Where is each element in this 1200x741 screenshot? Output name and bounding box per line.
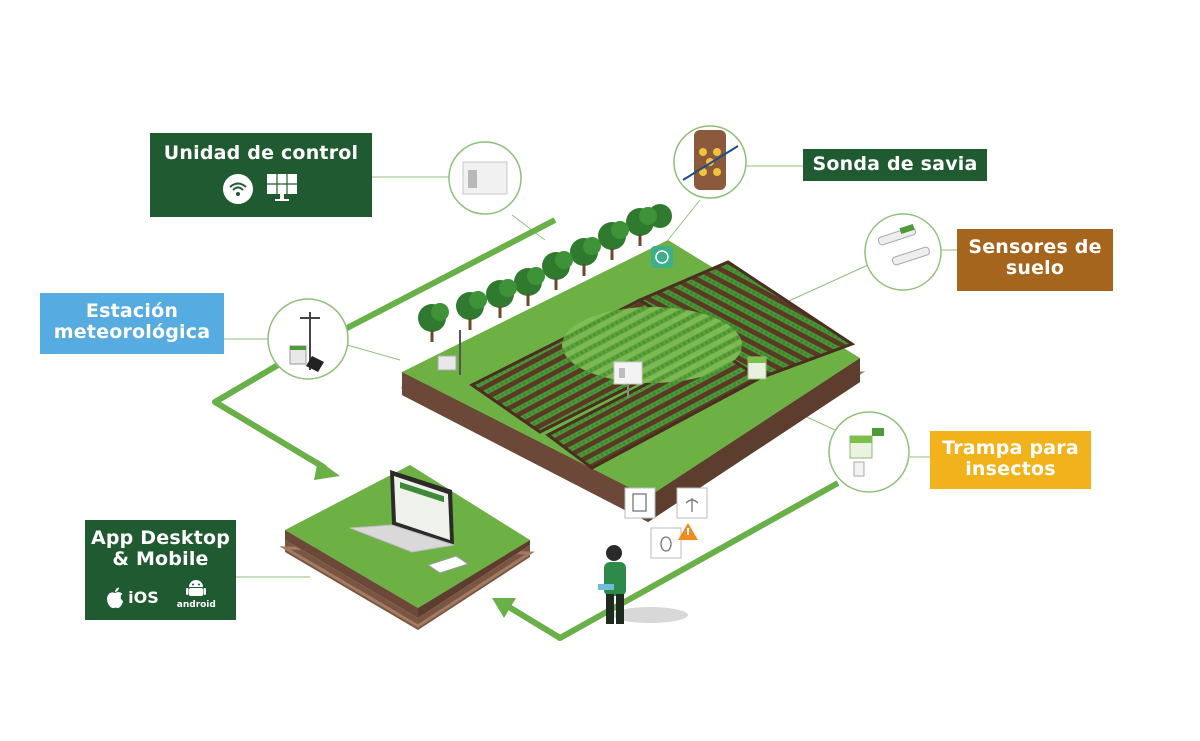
soil-sensors-title-line2: suelo xyxy=(1005,257,1065,280)
apple-icon xyxy=(107,587,124,608)
sap-probe-title: Sonda de savia xyxy=(812,153,978,175)
insect-trap-title-line1: Trampa para xyxy=(942,437,1079,459)
android-icon xyxy=(186,579,207,596)
insect-trap-title-line2: insectos xyxy=(965,458,1056,481)
farmer-figure xyxy=(598,545,688,624)
android-badge: android xyxy=(177,577,216,610)
field-devices xyxy=(437,246,767,398)
weather-station-bubble xyxy=(267,298,349,380)
app-title-line1: App Desktop xyxy=(90,527,231,549)
insect-trap-label: Trampa para insectos xyxy=(930,431,1091,489)
tree-row xyxy=(418,204,672,342)
insect-trap-bubble xyxy=(828,411,910,493)
control-unit-label: Unidad de control xyxy=(150,133,372,217)
soil-sensors-title-line1: Sensores de xyxy=(968,236,1102,258)
soil-sensor-bubble xyxy=(864,213,942,291)
soil-sensors-label: Sensores de suelo xyxy=(957,229,1113,291)
sap-probe-bubble xyxy=(673,125,747,199)
weather-station-title-line1: Estación xyxy=(85,300,179,322)
ios-text: iOS xyxy=(128,587,159,607)
alert-icons xyxy=(624,487,708,559)
android-text: android xyxy=(176,599,216,610)
weather-station-title-line2: meteorológica xyxy=(53,321,211,344)
solar-panel-icon xyxy=(265,172,299,206)
sap-probe-label: Sonda de savia xyxy=(803,149,987,181)
app-platform xyxy=(279,465,535,630)
flow-arrows xyxy=(212,217,840,641)
app-label: App Desktop & Mobile iOS android xyxy=(85,520,236,620)
app-title-line2: & Mobile xyxy=(112,548,209,571)
ios-badge: iOS xyxy=(105,586,159,610)
control-unit-title: Unidad de control xyxy=(163,142,359,164)
control-unit-bubble xyxy=(448,141,522,215)
weather-station-label: Estación meteorológica xyxy=(40,293,224,354)
wifi-icon xyxy=(223,174,253,205)
